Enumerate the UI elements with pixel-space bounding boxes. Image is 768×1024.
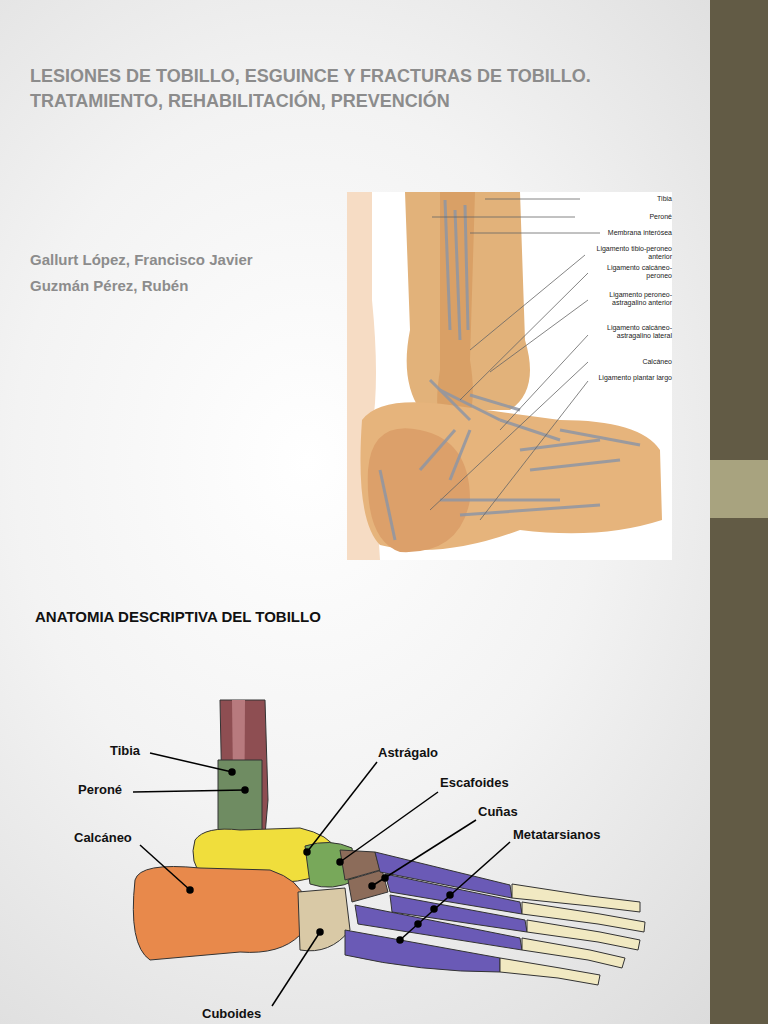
part-label: Tibia [588, 195, 672, 203]
bone-label: Cuboides [202, 1006, 261, 1021]
leader-lines [133, 753, 510, 1006]
bone-label: Calcáneo [74, 830, 132, 845]
part-label: Ligamento calcáneo-astragalino lateral [588, 324, 672, 340]
part-label: Calcáneo [588, 358, 672, 366]
bone-label: Cuñas [478, 804, 518, 819]
section-heading: ANATOMIA DESCRIPTIVA DEL TOBILLO [35, 608, 321, 625]
author-name: Gallurt López, Francisco Javier [30, 251, 253, 268]
author-name: Guzmán Pérez, Rubén [30, 277, 188, 294]
part-label: Ligamento tibio-peroneo anterior [588, 245, 672, 261]
foot-bones-illustration [133, 700, 645, 985]
part-label: Ligamento peroneo-astragalino anterior [588, 291, 672, 307]
slide-title: LESIONES DE TOBILLO, ESGUINCE Y FRACTURA… [30, 64, 702, 114]
part-label: Membrana interósea [588, 229, 672, 237]
part-label: Peroné [588, 213, 672, 221]
bone-label: Astrágalo [378, 745, 438, 760]
bone-label: Metatarsianos [513, 827, 600, 842]
photo-frame [347, 192, 672, 560]
side-bar-tab [710, 460, 768, 518]
part-label: Ligamento plantar largo [588, 374, 672, 382]
bone-label: Tibia [110, 743, 140, 758]
bone-label: Escafoides [440, 775, 509, 790]
part-label: Ligamento calcáneo-peroneo [588, 264, 672, 280]
bone-label: Peroné [78, 782, 122, 797]
